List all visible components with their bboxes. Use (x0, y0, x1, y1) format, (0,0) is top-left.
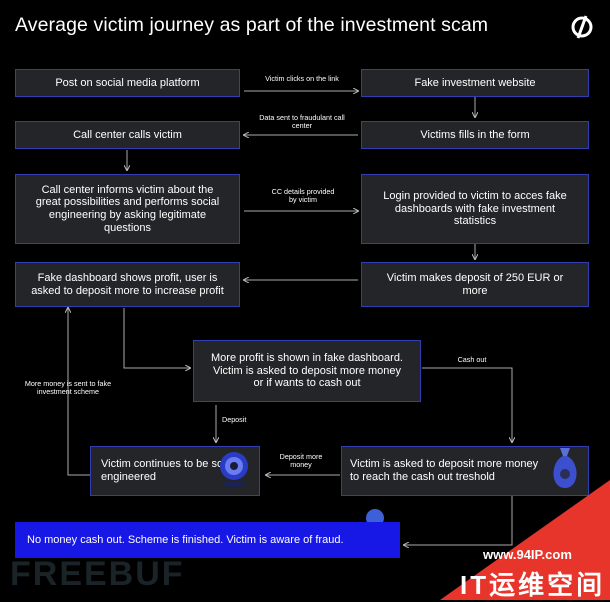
edge-label-clicks: Victim clicks on the link (265, 74, 339, 83)
node-fake-investment-website: Fake investment website (361, 69, 589, 97)
watermark-it-text: IT运维空间 (460, 570, 606, 600)
node-victim-fills-form: Victims fills in the form (361, 121, 589, 149)
watermark-url: www.94IP.com (483, 547, 572, 562)
edge-label-cc-details: CC details provided by victim (271, 187, 335, 204)
edge-label-cash-out: Cash out (457, 355, 487, 364)
money-bag-icon (553, 448, 577, 488)
node-fake-dashboard-profit: Fake dashboard shows profit, user is ask… (15, 262, 240, 307)
arrow-cashout (422, 367, 512, 442)
edge-label-deposit-more-money: Deposit more money (279, 452, 323, 469)
edge-label-data-sent: Data sent to fraudulant call center (259, 113, 345, 130)
brand-logo-icon (571, 15, 593, 39)
arrow-loop-back (68, 308, 90, 476)
node-post-social-media: Post on social media platform (15, 69, 240, 97)
freebuf-watermark: FREEBUF (10, 555, 185, 593)
node-more-profit-shown: More profit is shown in fake dashboard. … (193, 340, 421, 402)
shield-icon (220, 452, 248, 487)
arrow-dashboard-to-moreprofit (123, 308, 190, 368)
node-deposit-250: Victim makes deposit of 250 EUR or more (361, 262, 589, 307)
edge-label-more-money-sent: More money is sent to fake investment sc… (24, 379, 112, 396)
node-call-center-informs: Call center informs victim about the gre… (15, 174, 240, 244)
edge-label-deposit: Deposit (222, 415, 247, 424)
node-final-no-cash-out: No money cash out. Scheme is finished. V… (15, 522, 400, 558)
site-watermark-banner (440, 480, 610, 600)
diagram-title: Average victim journey as part of the in… (15, 14, 489, 36)
node-deposit-more-money: Victim is asked to deposit more money to… (341, 446, 589, 496)
node-call-center-calls: Call center calls victim (15, 121, 240, 149)
arrow-to-final (404, 495, 513, 545)
node-login-provided: Login provided to victim to acces fake d… (361, 174, 589, 244)
